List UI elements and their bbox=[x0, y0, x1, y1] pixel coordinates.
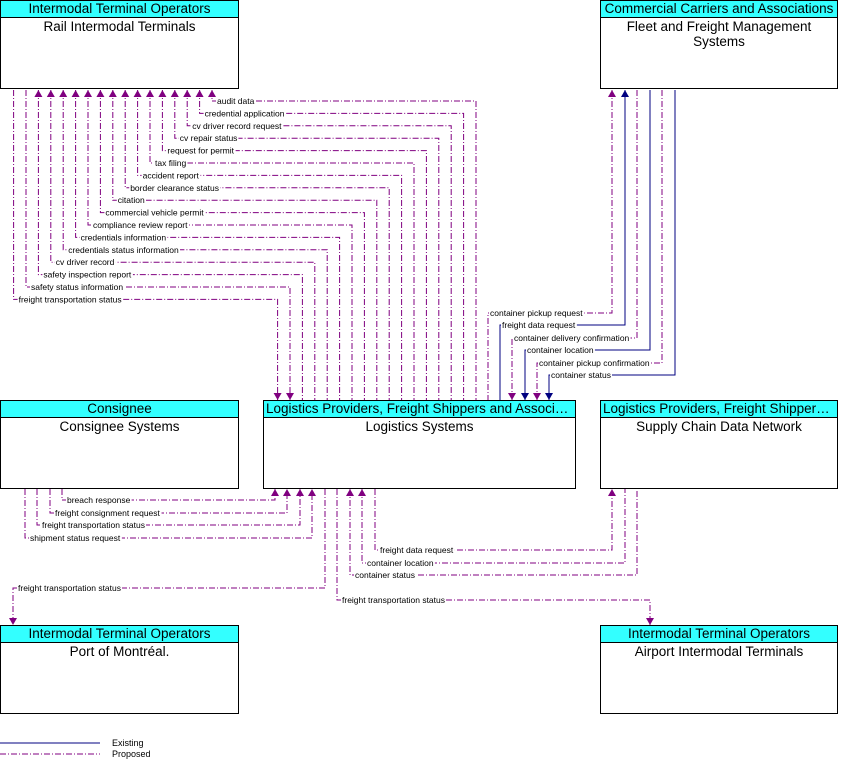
flow-label-supply-freight-data-request: freight data request bbox=[380, 545, 454, 555]
flow-cv-driver-record-request: cv driver record request bbox=[183, 90, 452, 400]
supply-name: Supply Chain Data Network bbox=[636, 419, 802, 434]
flow-label-supply-container-location: container location bbox=[367, 558, 434, 568]
flow-border-clearance-status: border clearance status bbox=[121, 90, 390, 400]
fleet-freight-management-box[interactable]: Commercial Carriers and Associations Fle… bbox=[600, 0, 838, 89]
flow-label-request-for-permit: request for permit bbox=[167, 146, 234, 156]
flow-safety-inspection-report: safety inspection report bbox=[34, 90, 303, 400]
logistics-systems-box[interactable]: Logistics Providers, Freight Shippers an… bbox=[263, 400, 576, 489]
flow-consignee-freight-consignment-request: freight consignment request bbox=[49, 489, 291, 518]
flow-label-commercial-vehicle-permit: commercial vehicle permit bbox=[105, 208, 204, 218]
flow-compliance-review-report: compliance review report bbox=[84, 90, 353, 400]
consignee-category: Consignee bbox=[1, 401, 238, 418]
flow-label-port: freight transportation status bbox=[18, 583, 121, 593]
flow-label-citation: citation bbox=[118, 195, 145, 205]
rail-category: Intermodal Terminal Operators bbox=[1, 1, 238, 18]
port-category: Intermodal Terminal Operators bbox=[1, 626, 238, 643]
flow-citation: citation bbox=[108, 90, 378, 400]
flow-commercial-vehicle-permit: commercial vehicle permit bbox=[96, 90, 365, 400]
flow-container-pickup-confirmation: container pickup confirmation bbox=[533, 90, 663, 400]
supply-chain-data-network-box[interactable]: Logistics Providers, Freight Shippers ..… bbox=[600, 400, 838, 489]
legend-proposed-label: Proposed bbox=[112, 749, 151, 759]
flow-label-container-status: container status bbox=[551, 370, 611, 380]
flow-supply-container-location: container location bbox=[358, 489, 626, 568]
airport-category: Intermodal Terminal Operators bbox=[601, 626, 837, 643]
flow-consignee-shipment-status-request: shipment status request bbox=[24, 489, 316, 543]
flow-label-consignee-freight-transportation-status: freight transportation status bbox=[42, 520, 145, 530]
flow-container-pickup-request: container pickup request bbox=[487, 90, 616, 400]
flow-label-border-clearance-status: border clearance status bbox=[130, 183, 219, 193]
flow-consignee-freight-transportation-status: freight transportation status bbox=[36, 489, 304, 530]
consignee-systems-box[interactable]: Consignee Consignee Systems bbox=[0, 400, 239, 489]
flow-label-cv-driver-record-request: cv driver record request bbox=[192, 121, 282, 131]
logistics-name: Logistics Systems bbox=[365, 419, 474, 434]
legend-existing-label: Existing bbox=[112, 738, 144, 748]
consignee-name: Consignee Systems bbox=[59, 419, 180, 434]
flow-label-credentials-information: credentials information bbox=[81, 232, 167, 242]
flow-container-delivery-confirmation: container delivery confirmation bbox=[508, 90, 638, 400]
flow-cv-driver-record: cv driver record bbox=[46, 90, 316, 400]
flow-supply-freight-data-request: freight data request bbox=[374, 489, 616, 555]
flow-label-container-pickup-request: container pickup request bbox=[490, 308, 583, 318]
flow-credential-application: credential application bbox=[195, 90, 465, 400]
flow-port-freight-transportation-status: freight transportation status bbox=[9, 489, 326, 625]
flow-label-credentials-status-information: credentials status information bbox=[68, 245, 179, 255]
flow-label-supply-container-status: container status bbox=[355, 570, 415, 580]
flow-container-status: container status bbox=[545, 90, 676, 400]
flow-label-safety-inspection-report: safety inspection report bbox=[43, 270, 132, 280]
flow-label-audit-data: audit data bbox=[217, 96, 255, 106]
flow-label-consignee-freight-consignment-request: freight consignment request bbox=[55, 508, 161, 518]
flow-cv-repair-status: cv repair status bbox=[170, 90, 440, 400]
flow-request-for-permit: request for permit bbox=[158, 90, 427, 400]
flow-airport-freight-transportation-status: freight transportation status bbox=[336, 489, 654, 625]
flow-tax-filing: tax filing bbox=[146, 90, 415, 400]
flow-label-consignee-breach-response: breach response bbox=[67, 495, 131, 505]
rail-intermodal-terminals-box[interactable]: Intermodal Terminal Operators Rail Inter… bbox=[0, 0, 239, 89]
fleet-name: Fleet and Freight Management Systems bbox=[626, 19, 812, 49]
flow-label-container-location: container location bbox=[527, 345, 594, 355]
flow-supply-container-status: container status bbox=[346, 489, 638, 580]
flow-label-safety-status-information: safety status information bbox=[31, 282, 123, 292]
flow-label-freight-transportation-status: freight transportation status bbox=[19, 294, 122, 304]
flow-label-credential-application: credential application bbox=[205, 108, 285, 118]
logistics-category: Logistics Providers, Freight Shippers an… bbox=[264, 401, 575, 418]
flow-audit-data: audit data bbox=[208, 90, 477, 400]
flow-freight-transportation-status: freight transportation status bbox=[13, 90, 282, 400]
airport-intermodal-terminals-box[interactable]: Intermodal Terminal Operators Airport In… bbox=[600, 625, 838, 714]
flow-label-cv-repair-status: cv repair status bbox=[180, 133, 238, 143]
flow-label-container-pickup-confirmation: container pickup confirmation bbox=[539, 358, 650, 368]
flow-label-consignee-shipment-status-request: shipment status request bbox=[30, 533, 121, 543]
fleet-category: Commercial Carriers and Associations bbox=[601, 1, 837, 18]
supply-category: Logistics Providers, Freight Shippers ..… bbox=[601, 401, 837, 418]
flow-label-freight-data-request: freight data request bbox=[502, 320, 576, 330]
flow-label-container-delivery-confirmation: container delivery confirmation bbox=[514, 333, 630, 343]
flow-container-location: container location bbox=[521, 90, 651, 400]
flow-label-accident-report: accident report bbox=[143, 170, 200, 180]
flow-consignee-breach-response: breach response bbox=[61, 489, 279, 505]
airport-name: Airport Intermodal Terminals bbox=[634, 644, 804, 659]
flow-accident-report: accident report bbox=[133, 90, 403, 400]
flow-label-cv-driver-record: cv driver record bbox=[56, 257, 115, 267]
flow-label-compliance-review-report: compliance review report bbox=[93, 220, 188, 230]
flow-credentials-information: credentials information bbox=[71, 90, 341, 400]
rail-name: Rail Intermodal Terminals bbox=[43, 19, 196, 34]
port-of-montreal-box[interactable]: Intermodal Terminal Operators Port of Mo… bbox=[0, 625, 239, 714]
flow-label-tax-filing: tax filing bbox=[155, 158, 186, 168]
flow-freight-data-request: freight data request bbox=[499, 90, 629, 400]
port-name: Port of Montréal. bbox=[69, 644, 170, 659]
flow-credentials-status-information: credentials status information bbox=[59, 90, 328, 400]
flow-safety-status-information: safety status information bbox=[25, 90, 294, 400]
flow-label-airport: freight transportation status bbox=[342, 595, 445, 605]
